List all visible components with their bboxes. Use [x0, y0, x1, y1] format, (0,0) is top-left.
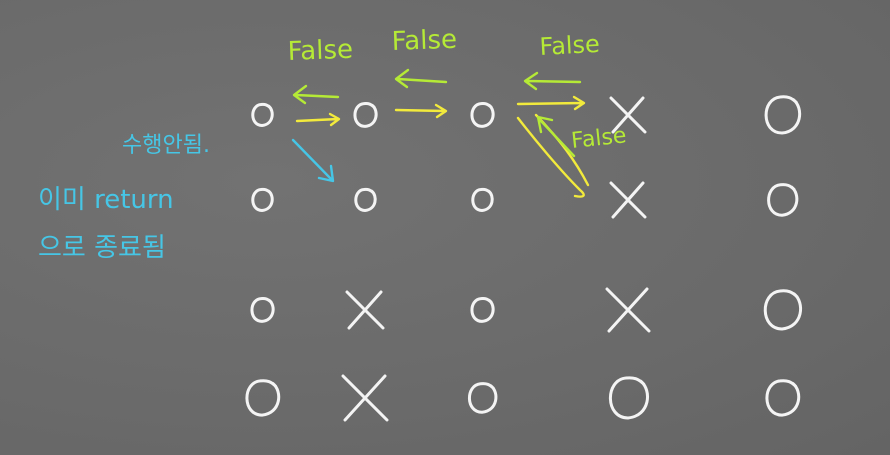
green-arrow-4 [536, 115, 576, 158]
o-mark-r3-c1 [250, 296, 275, 323]
yellow-arrow-2 [394, 103, 448, 119]
green-arrow-3 [523, 71, 582, 91]
o-mark-r2-c3 [471, 187, 494, 212]
o-mark-r3-c5 [763, 289, 803, 331]
green-arrow-2 [394, 68, 448, 89]
green-arrow-1 [292, 84, 340, 105]
x-mark-r2-c4 [609, 181, 647, 219]
o-mark-r1-c2 [353, 101, 378, 128]
already-return-label-line1: 이미 return [38, 185, 174, 215]
o-mark-r4-c3 [467, 382, 498, 414]
x-mark-r3-c4 [605, 287, 651, 333]
x-mark-r1-c4 [609, 96, 647, 134]
false-label-4: False [570, 123, 628, 154]
false-label-1: False [287, 35, 353, 67]
o-mark-r2-c1 [251, 187, 274, 212]
yellow-arrow-1 [295, 112, 341, 127]
not-executed-label: 수행안됨. [122, 133, 210, 158]
o-mark-r2-c5 [767, 183, 799, 217]
o-mark-r1-c3 [470, 101, 495, 128]
cyan-arrow [291, 138, 335, 183]
o-mark-r4-c1 [245, 379, 281, 417]
o-mark-r1-c1 [251, 102, 274, 127]
x-mark-r4-c2 [341, 374, 389, 422]
false-label-2: False [391, 25, 457, 57]
o-mark-r1-c5 [764, 95, 802, 135]
o-mark-r4-c4 [608, 376, 649, 420]
x-mark-r3-c2 [345, 290, 385, 330]
yellow-arrow-3 [516, 95, 586, 111]
o-mark-r4-c5 [765, 379, 801, 417]
already-return-label-line2: 으로 종료됨 [38, 233, 166, 263]
o-mark-r2-c2 [354, 187, 377, 212]
o-mark-r3-c3 [470, 296, 495, 323]
false-label-3: False [539, 30, 601, 61]
yellow-curve-down [516, 116, 585, 198]
